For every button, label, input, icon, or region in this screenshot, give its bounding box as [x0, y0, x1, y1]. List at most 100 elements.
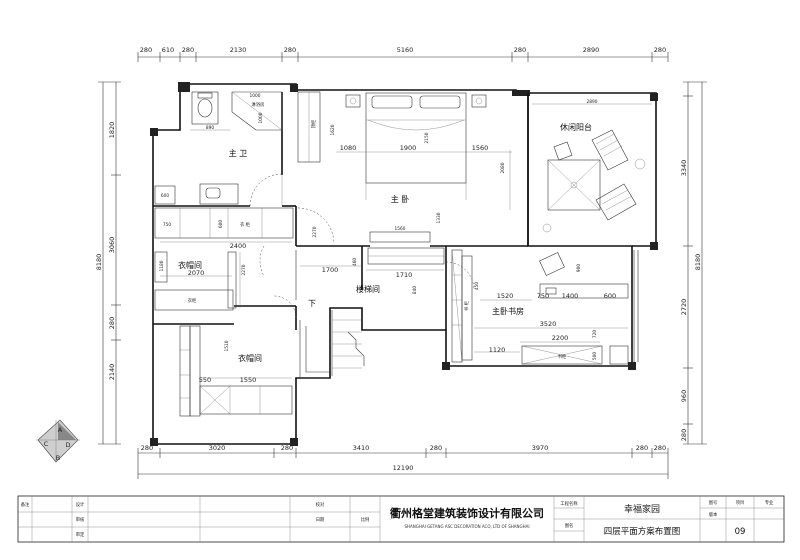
- bottom-dim-6: 3970: [532, 444, 549, 452]
- drawing-title: 四层平面方案布置图: [604, 526, 681, 537]
- study-label: 主卧书房: [492, 306, 524, 316]
- tb-cell-11: 项目: [736, 500, 745, 506]
- tb-cell-1: 备注: [21, 501, 30, 508]
- s3520-dim: 3520: [540, 320, 557, 328]
- bottom-dim-4: 3410: [353, 444, 370, 452]
- study-door-swing: [445, 261, 475, 291]
- top-dimension-chain: 280 610 280 2130 280 5160 280 2890 280: [137, 46, 669, 62]
- s900-dim: 900: [576, 264, 582, 272]
- shower-stall: [231, 91, 283, 131]
- study-desk: [539, 283, 629, 299]
- balcony-2890-dim: 2890: [587, 99, 598, 105]
- tb-cell-12: 专业: [765, 499, 774, 506]
- c1710-dim: 1710: [396, 271, 413, 279]
- bed-2080-dim: 2080: [500, 162, 506, 173]
- bathtub-label: 淋浴房: [252, 101, 265, 108]
- company-name-en: SHANGHAI GETANG ASC DECORATION ACO, LTD …: [404, 524, 529, 529]
- compass-b: B: [56, 454, 60, 462]
- interior-walls: [153, 92, 529, 330]
- top-dim-8: 2890: [583, 46, 600, 54]
- right-dim-4: 280: [680, 429, 688, 441]
- top-dim-5: 280: [284, 46, 296, 54]
- bed-2150-dim: 2150: [424, 132, 430, 143]
- bed: [365, 92, 467, 184]
- master-bath-label: 主 卫: [229, 148, 248, 158]
- balcony-plant: [634, 158, 646, 170]
- bookcase-bottom: [521, 345, 603, 365]
- cloakroom-upper-label: 衣帽间: [178, 260, 202, 270]
- right-dim-total: 8180: [694, 254, 702, 271]
- s500-dim: 500: [592, 352, 598, 360]
- c1560-dim: 1560: [395, 226, 406, 232]
- right-dim-1: 3340: [680, 160, 688, 177]
- nightstand-right: [471, 94, 487, 108]
- company-name-cn: 衢州格堂建筑装饰设计有限公司: [390, 506, 544, 520]
- stair-hall: 460 1700 1710 840 楼梯间 下: [295, 247, 445, 379]
- c840-dim: 840: [412, 286, 418, 294]
- bed-1080-dim: 1080: [340, 144, 357, 152]
- c550-dim: 550: [199, 376, 211, 384]
- s750-dim: 750: [537, 292, 549, 300]
- bed-1900-dim: 1900: [400, 144, 417, 152]
- compass-a: A: [58, 426, 63, 434]
- book-label-2: 书柜: [558, 353, 567, 360]
- overall-dim: 12190: [393, 464, 414, 472]
- v600b-dim: 600: [218, 220, 224, 228]
- project-name: 幸福家园: [624, 503, 660, 515]
- tb-cell-8: 图号: [709, 500, 718, 506]
- title-block: 备注 设计 审核 审定 校对 日期 比例 图号 工程名称 图名 项目 专业 版本…: [17, 495, 785, 543]
- lounger-bottom: [595, 183, 637, 221]
- tb-cell-6: 日期: [316, 517, 325, 523]
- bath-side-dim: 1000: [258, 112, 264, 123]
- s2200-dim: 2200: [552, 334, 569, 342]
- bottom-dim-5: 280: [430, 444, 442, 452]
- top-dim-2: 610: [162, 46, 174, 54]
- bath-width-dim: 890: [206, 125, 214, 131]
- toilet: [191, 91, 219, 125]
- left-dim-1: 1820: [108, 122, 116, 139]
- tb-cell-4: 审定: [76, 531, 85, 538]
- left-dim-total: 8180: [95, 254, 103, 271]
- c1510-dim: 1510: [224, 340, 230, 351]
- bottom-dim-1: 280: [141, 444, 153, 452]
- cloakroom-lower-label: 衣帽间: [238, 353, 262, 363]
- top-dim-3: 280: [182, 46, 194, 54]
- bottom-dim-7: 280: [636, 444, 648, 452]
- vanity: [199, 183, 239, 205]
- wardrobe-label-2: 衣柜: [188, 297, 197, 304]
- bottom-dim-2: 3020: [209, 444, 226, 452]
- balcony: 2890 休闲阳台: [532, 99, 652, 233]
- top-dim-4: 2130: [230, 46, 247, 54]
- tb-cell-13: 版本: [709, 511, 718, 518]
- wardrobe-row-bottom: [199, 385, 293, 415]
- c460-dim: 460: [352, 258, 358, 266]
- lounger-top: [591, 129, 629, 171]
- tb-cell-7: 比例: [361, 516, 370, 523]
- compass-d: D: [65, 441, 70, 449]
- c2070-dim: 2070: [188, 269, 205, 277]
- bottom-dim-3: 280: [281, 444, 293, 452]
- v600-dim: 600: [161, 193, 169, 199]
- tb-cell-2: 设计: [76, 501, 85, 508]
- tb-cell-9: 工程名称: [560, 500, 578, 507]
- study-chair: [539, 252, 565, 276]
- staircase: [299, 310, 365, 379]
- s1520-dim: 1520: [497, 292, 514, 300]
- tb-cell-3: 审核: [76, 516, 85, 523]
- top-dim-9: 280: [654, 46, 666, 54]
- left-dim-4: 2140: [108, 364, 116, 381]
- left-dim-3: 280: [108, 317, 116, 329]
- v750-dim: 750: [163, 222, 171, 228]
- cloakroom-upper: 600 750 600 衣 柜 2400 1180 衣帽间 2070 衣柜 22…: [154, 185, 294, 311]
- bottom-dim-8: 280: [654, 444, 666, 452]
- s720-dim: 720: [592, 330, 598, 338]
- bath-top-dim: 1000: [250, 93, 261, 99]
- tb-cell-10: 图名: [565, 522, 574, 529]
- lower-cloak-door-swing: [273, 295, 297, 319]
- bath-door-swing: [249, 173, 283, 207]
- bedroom-door-swing: [297, 207, 335, 245]
- compass-icon: A B C D: [36, 419, 80, 463]
- nightstand-left: [345, 94, 361, 108]
- stair-down-label: 下: [308, 299, 316, 308]
